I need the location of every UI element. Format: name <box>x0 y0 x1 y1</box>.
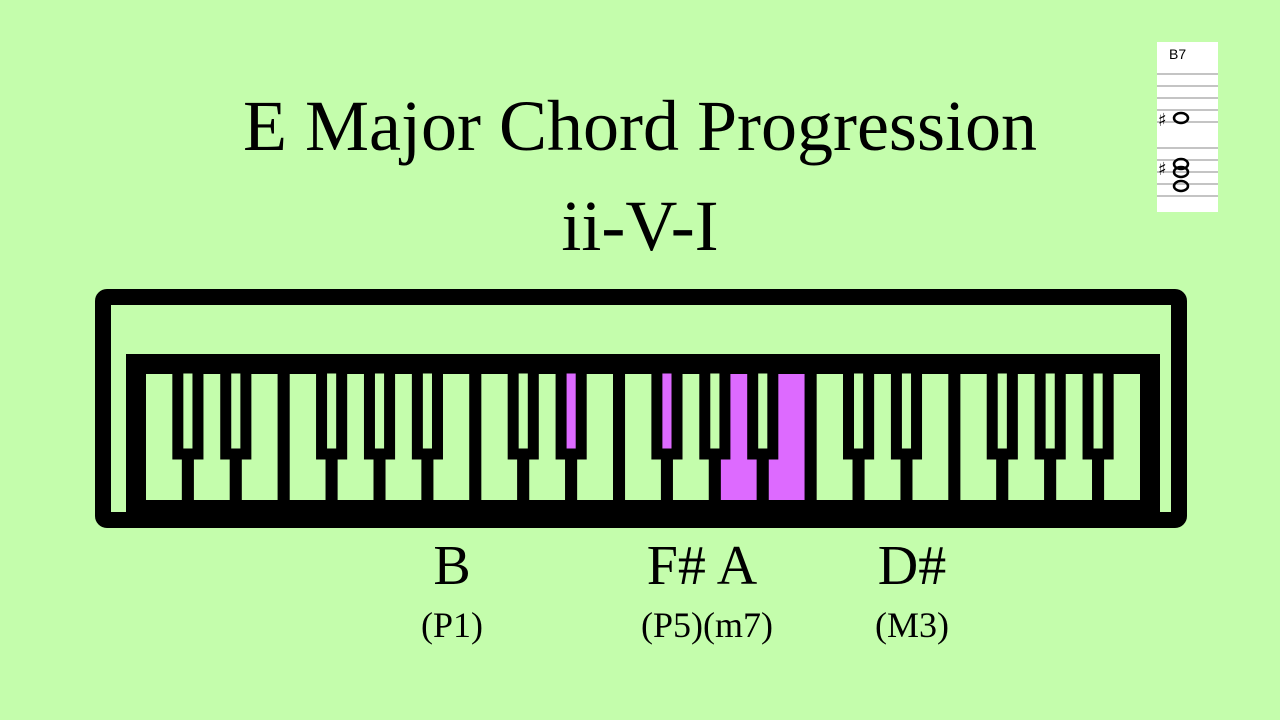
note-dsharp-label: D# <box>877 535 947 597</box>
black-key-c-sharp <box>507 362 539 460</box>
black-key-f-sharp <box>986 362 1018 460</box>
black-key-f-sharp <box>651 362 683 460</box>
interval-m3-label: (M3) <box>875 605 949 645</box>
page-title: E Major Chord Progression <box>243 86 1037 166</box>
keybed-frame <box>126 354 1160 520</box>
svg-text:♯: ♯ <box>1158 159 1167 180</box>
black-keys-group <box>172 362 1114 460</box>
black-key-d-sharp <box>890 362 923 460</box>
progression-subtitle: ii-V-I <box>561 186 719 266</box>
black-key-a-sharp <box>411 362 443 460</box>
svg-text:♯: ♯ <box>1158 110 1167 131</box>
staff-notation-icon: ♯ ♯ <box>1157 73 1218 197</box>
chord-score-card: B7 ♯ ♯ <box>1157 42 1218 212</box>
black-key-g-sharp <box>1034 362 1066 460</box>
black-key-c-sharp <box>172 362 204 460</box>
interval-p1-label: (P1) <box>421 605 483 645</box>
score-chord-label: B7 <box>1169 46 1187 62</box>
black-key-d-sharp <box>555 362 587 460</box>
note-b-label: B <box>433 535 471 597</box>
black-key-g-sharp <box>699 362 731 460</box>
note-fsharp-a-label: F# A <box>646 535 758 597</box>
black-key-d-sharp <box>220 362 252 460</box>
interval-p5-m7-label: (P5)(m7) <box>641 605 773 645</box>
black-key-f-sharp <box>316 362 348 460</box>
black-key-a-sharp <box>1082 362 1114 460</box>
black-key-a-sharp <box>747 362 779 460</box>
black-key-g-sharp <box>363 362 396 460</box>
black-key-c-sharp <box>843 362 875 460</box>
